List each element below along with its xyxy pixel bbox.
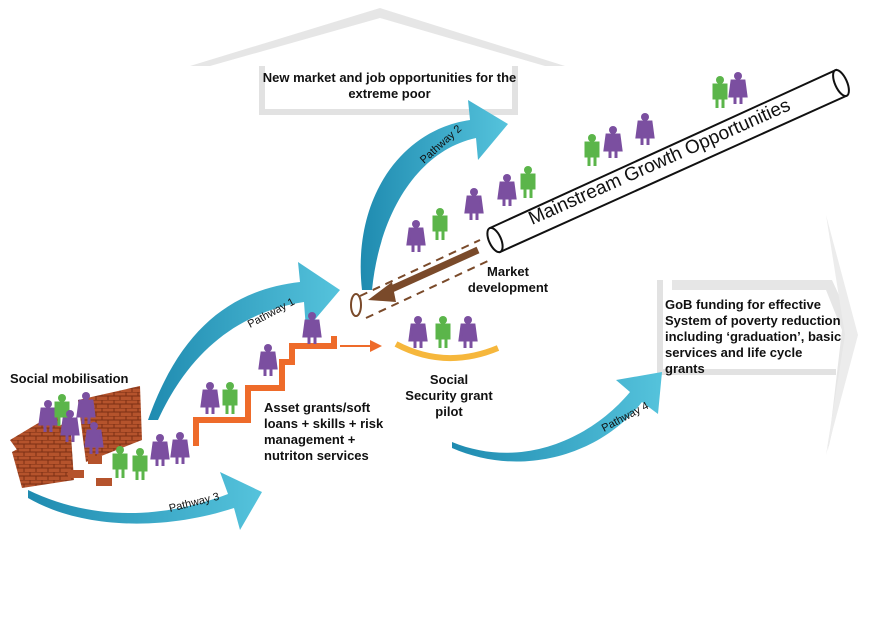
pathway-3-arrow bbox=[28, 472, 262, 530]
person-green-icon bbox=[432, 208, 448, 240]
person-green-icon bbox=[132, 448, 148, 480]
mainstream-tube: Mainstream Growth Opportunities bbox=[486, 68, 850, 254]
person-purple-icon bbox=[170, 432, 190, 464]
person-purple-icon bbox=[458, 316, 478, 348]
market-dev-tube bbox=[350, 239, 491, 319]
market-development-label: Market development bbox=[467, 264, 549, 295]
person-purple-icon bbox=[150, 434, 170, 466]
asset-grants-label: Asset grants/soft loans + skills + risk … bbox=[264, 400, 384, 463]
social-mobilisation-label: Social mobilisation bbox=[10, 371, 129, 386]
mainstream-label: Mainstream Growth Opportunities bbox=[525, 95, 793, 230]
person-purple-icon bbox=[497, 174, 517, 206]
pathway-1-arrow bbox=[148, 262, 340, 420]
people-group bbox=[38, 72, 748, 480]
person-purple-icon bbox=[408, 316, 428, 348]
person-green-icon bbox=[435, 316, 451, 348]
person-purple-icon bbox=[60, 410, 80, 442]
social-security-label: Social Security grant pilot bbox=[405, 372, 493, 419]
pathway-2-arrow bbox=[360, 100, 508, 290]
person-purple-icon bbox=[603, 126, 623, 158]
person-green-icon bbox=[112, 446, 128, 478]
person-purple-icon bbox=[76, 392, 96, 424]
person-purple-icon bbox=[38, 400, 58, 432]
safety-net bbox=[394, 341, 500, 362]
person-green-icon bbox=[222, 382, 238, 414]
person-green-icon bbox=[712, 76, 728, 108]
top-box-text: New market and job opportunities for the… bbox=[262, 70, 517, 101]
gob-funding-label: GoB funding for effective System of pove… bbox=[665, 297, 842, 376]
house-frame bbox=[190, 8, 565, 115]
person-purple-icon bbox=[200, 382, 220, 414]
person-purple-icon bbox=[406, 220, 426, 252]
person-purple-icon bbox=[728, 72, 748, 104]
pathway-4-arrow bbox=[452, 372, 662, 462]
person-green-icon bbox=[584, 134, 600, 166]
person-purple-icon bbox=[464, 188, 484, 220]
gob-frame bbox=[657, 215, 858, 455]
person-purple-icon bbox=[635, 113, 655, 145]
person-purple-icon bbox=[258, 344, 278, 376]
person-green-icon bbox=[520, 166, 536, 198]
person-purple-icon bbox=[84, 422, 104, 454]
stairs bbox=[193, 336, 382, 446]
person-purple-icon bbox=[302, 312, 322, 344]
